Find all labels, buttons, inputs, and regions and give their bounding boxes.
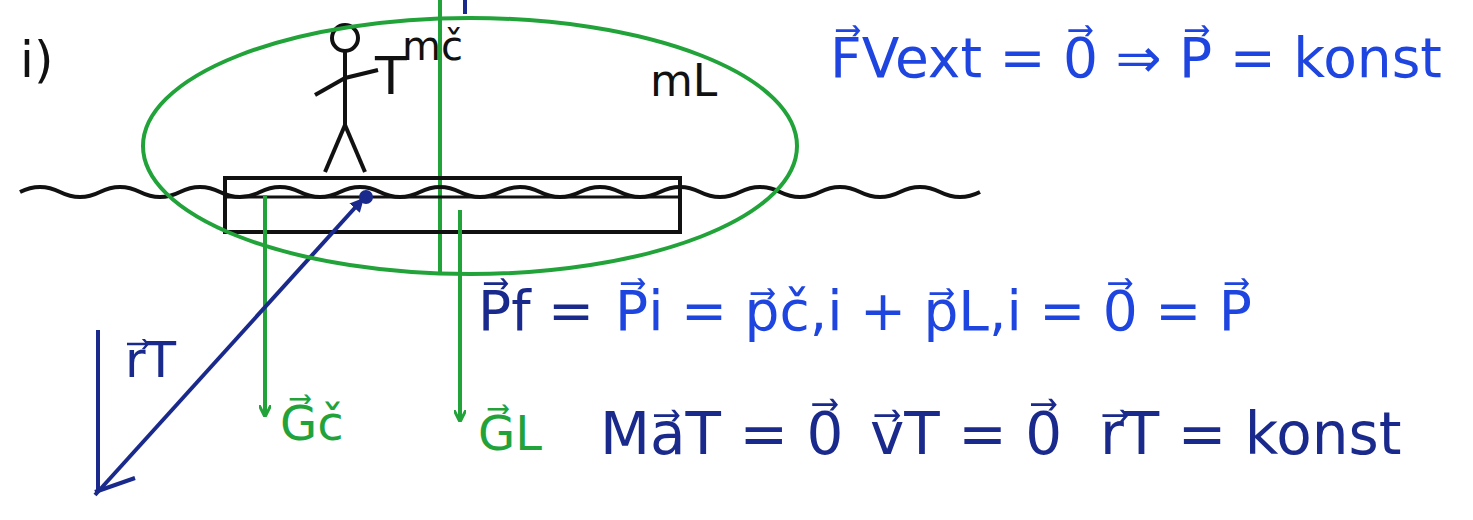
center-of-mass [359,190,373,204]
vector-label: r⃗T [125,330,176,390]
person [315,25,378,172]
part-label: i) [20,30,53,90]
mass-label: mL [650,55,717,108]
equation: P⃗f = [478,278,594,344]
boat-inner [225,196,680,199]
mass-label: T [375,45,407,107]
equation: F⃗Vext = 0⃗ ⇒ P⃗ = konst [830,25,1442,91]
equation: Ma⃗T = 0⃗ [600,400,843,470]
boat [225,178,680,232]
axis [96,330,100,492]
equation: P⃗i = p⃗č,i + p⃗L,i = 0⃗ = P⃗ [615,278,1252,344]
system-boundary: mčTmL [140,15,800,277]
weight-arrow [458,210,462,420]
oval-outline [140,15,800,277]
equation: v⃗T = 0⃗ [870,400,1062,470]
equation: r⃗T = konst [1100,400,1401,470]
force-label: G⃗č [280,395,344,453]
mass-label: mč [402,22,463,70]
position-vector [95,200,362,495]
force-label: G⃗L [478,405,542,463]
tick [463,0,467,14]
